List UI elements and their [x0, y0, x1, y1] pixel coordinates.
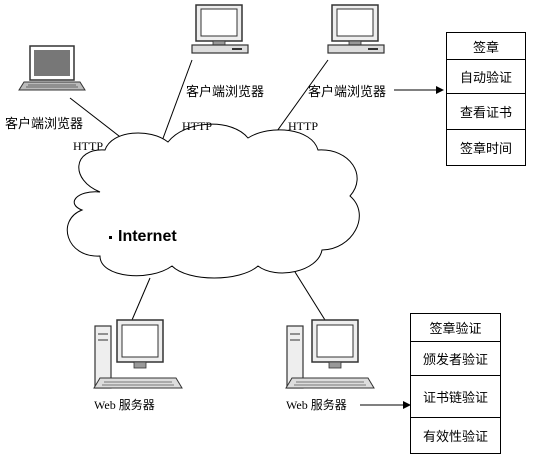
- link-server2: [294, 271, 326, 321]
- server-feature-validity-verify: 有效性验证: [411, 417, 500, 453]
- client-feature-sign: 签章: [472, 40, 499, 56]
- link-server1: [131, 277, 151, 321]
- server-feature-issuer-verify: 颁发者验证: [411, 341, 500, 375]
- desktop2-client-label: 客户端浏览器: [308, 85, 387, 100]
- desktop-icon-1: [191, 4, 249, 54]
- server-feature-chain-verify: 证书链验证: [411, 375, 500, 417]
- server2-label: Web 服务器: [286, 398, 347, 412]
- server-icon-2: [285, 319, 375, 389]
- server-feature-sign-verify: 签章验证: [429, 322, 482, 337]
- internet-cloud: [66, 123, 360, 279]
- http-label-1: HTTP: [73, 139, 103, 153]
- http-label-2: HTTP: [182, 119, 212, 133]
- server1-label: Web 服务器: [94, 398, 155, 412]
- server-features-box: 签章验证 颁发者验证 证书链验证 有效性验证: [410, 313, 501, 454]
- desktop-icon-2: [327, 4, 385, 54]
- client-feature-auto-verify: 自动验证: [447, 59, 525, 93]
- desktop1-client-label: 客户端浏览器: [186, 85, 265, 100]
- server-icon-1: [93, 319, 183, 389]
- client-feature-view-cert: 查看证书: [447, 93, 525, 129]
- laptop-icon: [18, 45, 86, 91]
- client-features-box: 签章 自动验证 查看证书 签章时间: [446, 32, 526, 166]
- internet-bullet: [109, 236, 112, 239]
- http-label-3: HTTP: [288, 119, 318, 133]
- client-feature-sign-time: 签章时间: [447, 129, 525, 165]
- laptop-client-label: 客户端浏览器: [5, 117, 84, 132]
- internet-label: Internet: [118, 228, 177, 245]
